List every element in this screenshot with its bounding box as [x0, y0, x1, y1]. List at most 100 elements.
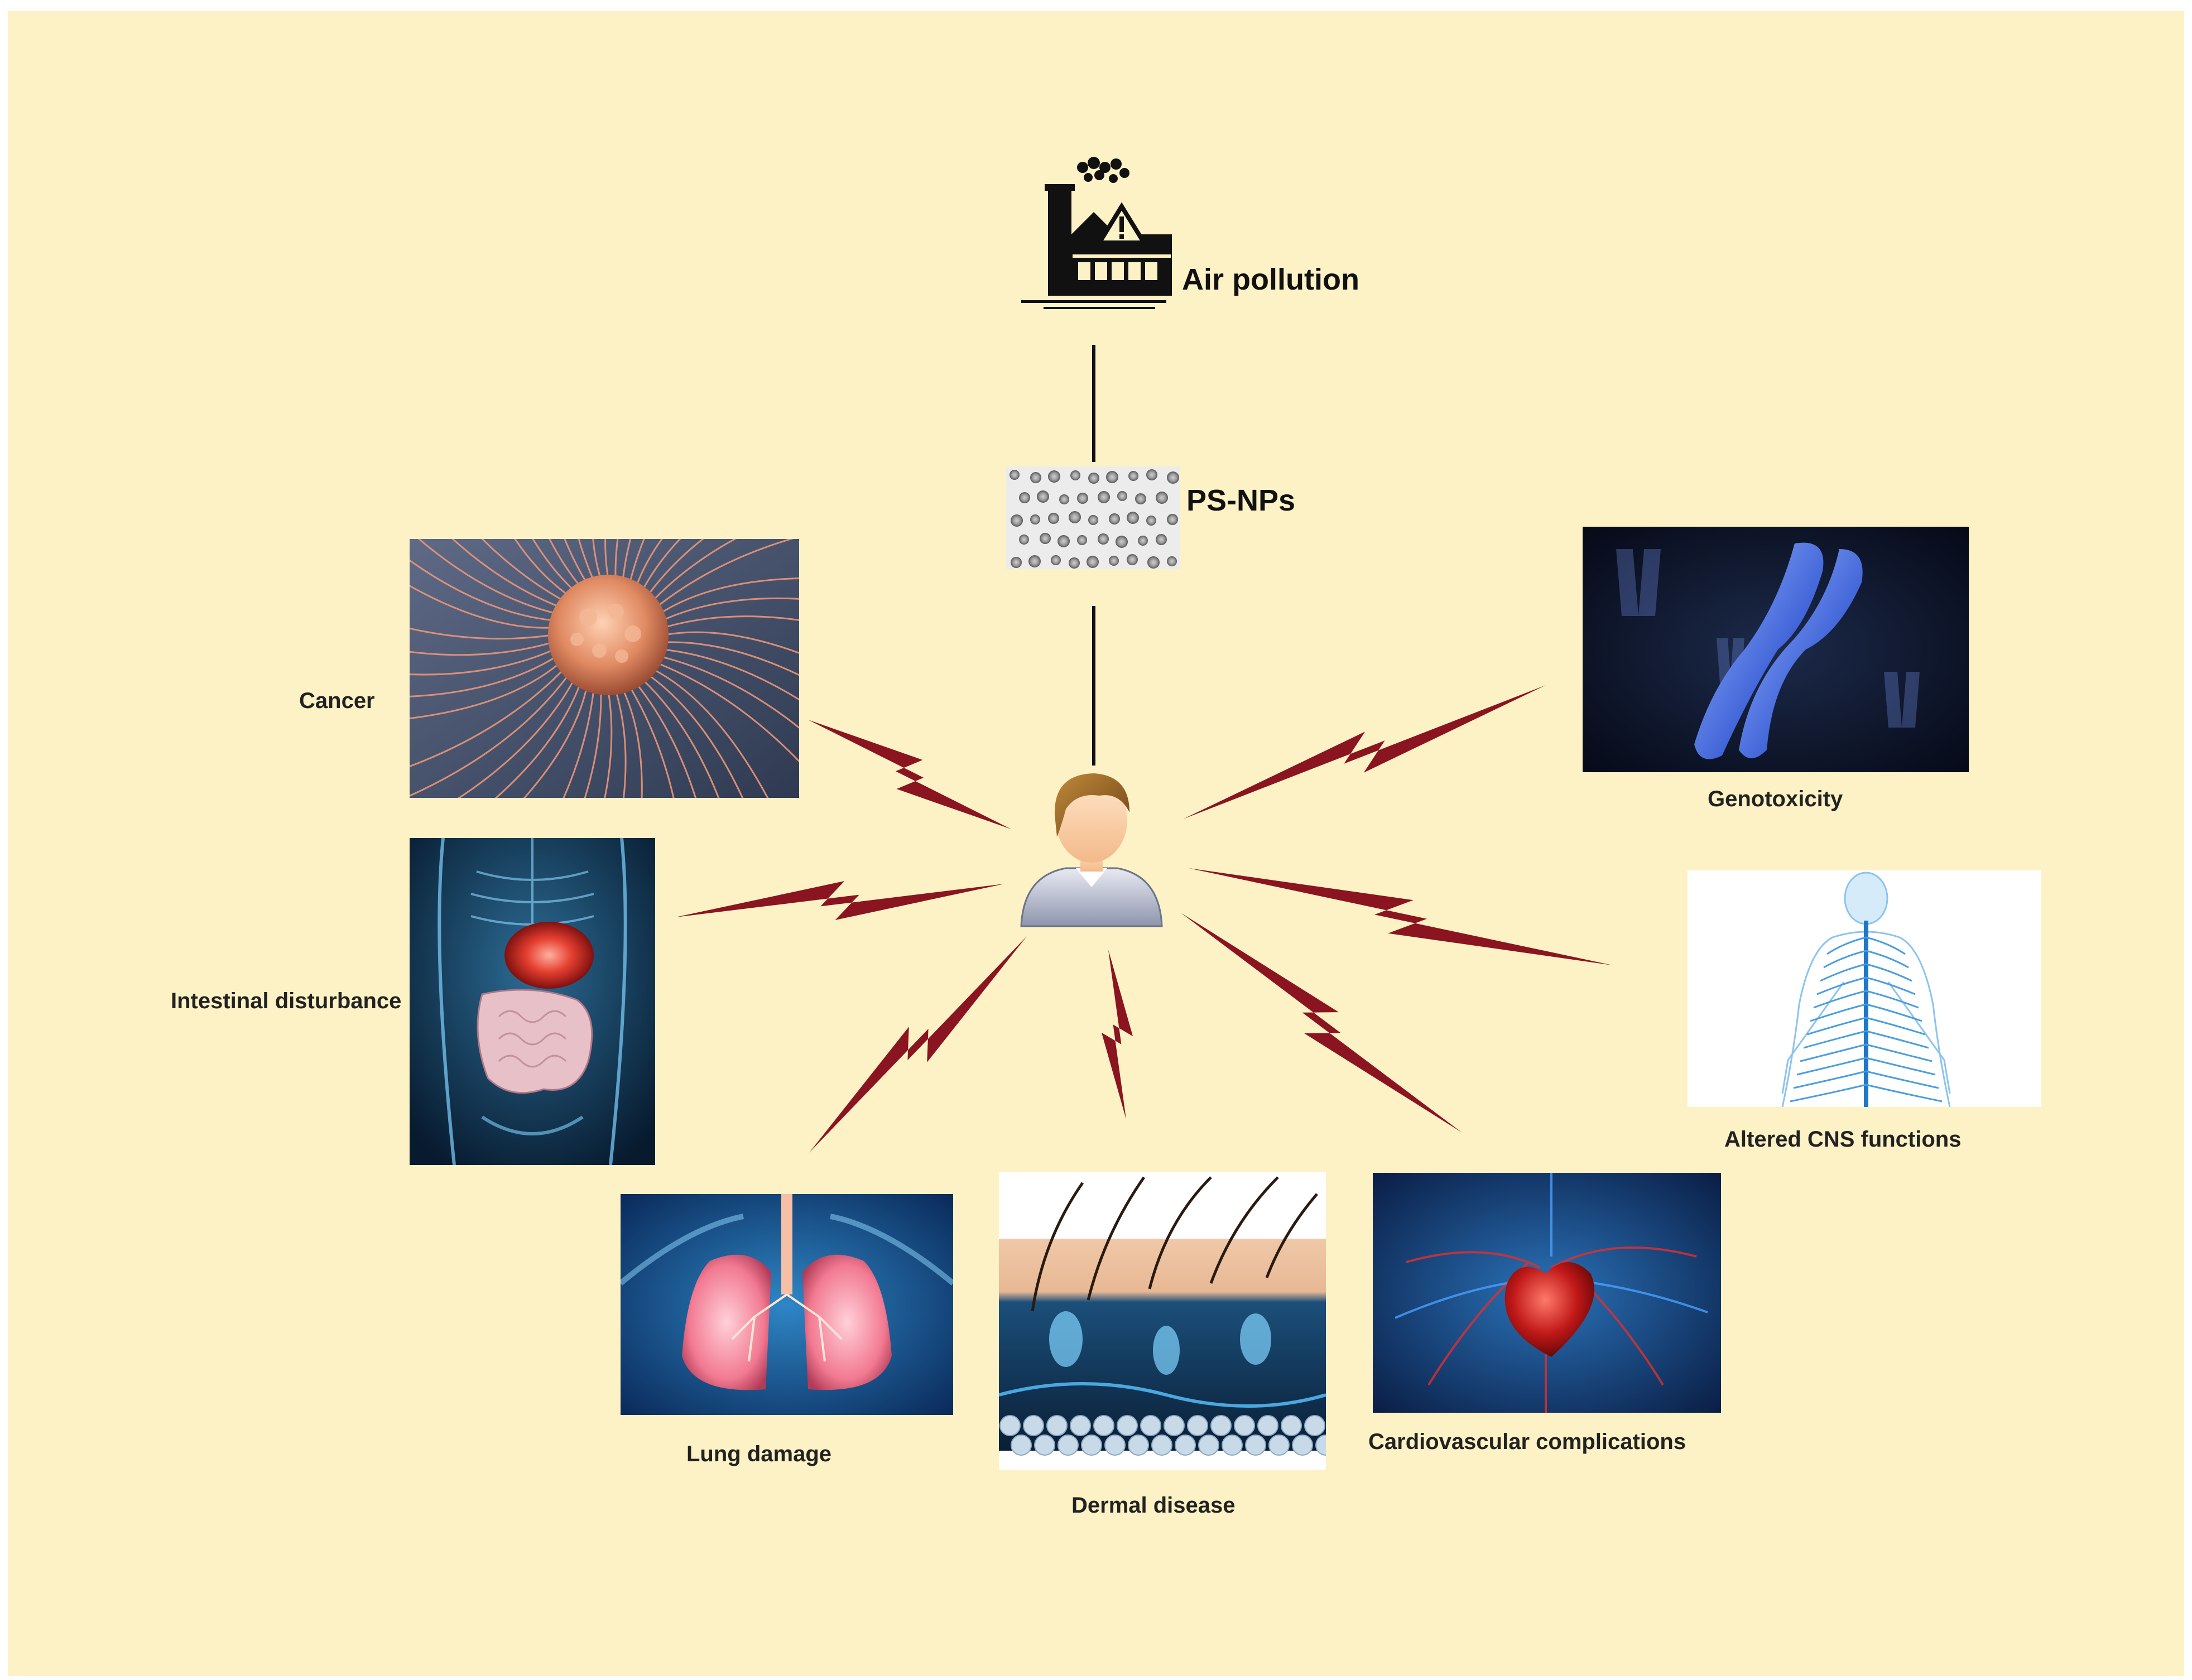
nanoparticle-dot — [1010, 470, 1020, 480]
fat-cell — [1057, 1435, 1079, 1456]
cell-strand — [584, 690, 602, 798]
lungs-icon — [621, 1194, 953, 1415]
nanoparticle-dot — [1048, 513, 1059, 524]
cell-strand — [663, 615, 799, 629]
cell-strand — [659, 577, 799, 614]
nanoparticle-dot — [1040, 533, 1051, 544]
nerve-branch — [1820, 963, 1867, 982]
factory-icon — [1010, 151, 1177, 318]
nanoparticle-dot — [1030, 514, 1040, 524]
cell-strand — [563, 689, 595, 798]
fat-cell — [1292, 1435, 1313, 1456]
fat-cell — [999, 1415, 1021, 1436]
cell-strand — [635, 682, 697, 798]
fat-cell — [1222, 1435, 1243, 1456]
nanoparticle-dot — [1077, 535, 1087, 545]
nerve-branch — [1866, 1070, 1939, 1089]
nanoparticle-dot — [1109, 513, 1120, 524]
nanoparticle-dot — [1127, 512, 1139, 524]
cell-strand — [410, 668, 565, 768]
nanoparticle-dot — [1077, 493, 1088, 504]
fat-cell — [1304, 1415, 1325, 1436]
cell-strand — [523, 686, 588, 798]
fat-cell — [1011, 1435, 1032, 1456]
cell-strand — [410, 656, 557, 697]
fat-cell — [1315, 1435, 1326, 1456]
fat-cell — [1046, 1415, 1068, 1436]
cell-strand — [656, 662, 799, 763]
intestinal-disturbance-label: Intestinal disturbance — [171, 989, 402, 1013]
lightning-bolt-genotoxicity — [1183, 685, 1546, 819]
cardiovascular-complications-label: Cardiovascular complications — [1368, 1429, 1686, 1454]
genotoxicity-label: Genotoxicity — [1708, 787, 1843, 811]
nervous-system-icon — [1688, 870, 2041, 1107]
nerve-branch — [1796, 1057, 1867, 1076]
nerve-branch — [1810, 1003, 1867, 1022]
nanoparticle-dot — [1088, 515, 1098, 525]
nerve-branch — [1866, 936, 1906, 955]
lightning-bolt-intestinal — [675, 881, 1004, 920]
fat-cell — [1198, 1435, 1219, 1456]
cell-strand — [532, 539, 575, 591]
cancer-cell-icon — [410, 539, 799, 798]
nanoparticle-dot — [1069, 511, 1081, 523]
lightning-bolt-cns — [1189, 868, 1613, 965]
nanoparticle-dot — [1138, 536, 1148, 546]
cell-strand — [410, 673, 570, 797]
fat-cell — [1070, 1415, 1091, 1436]
fat-cell — [1128, 1435, 1149, 1456]
lightning-bolt-cardio — [1181, 913, 1462, 1133]
nanoparticle-dot — [1019, 535, 1029, 545]
cell-strand — [514, 539, 570, 596]
nerve-branch — [1806, 1017, 1867, 1036]
nanoparticle-dot — [1156, 492, 1168, 504]
cell-strand — [614, 690, 627, 798]
nanoparticles-icon — [1006, 466, 1180, 569]
cell-strand — [549, 539, 581, 588]
nerve-branch — [1866, 1003, 1922, 1022]
cell-strand — [451, 539, 560, 608]
cell-strand — [641, 678, 720, 798]
nerve-branch — [1866, 950, 1909, 969]
cell-strand — [662, 648, 799, 701]
cell-strand — [457, 678, 575, 798]
lightning-bolt-cancer — [808, 720, 1011, 829]
nerve-branch — [1793, 1070, 1867, 1089]
nerve-branch — [1866, 1084, 1943, 1103]
cell-strand — [410, 641, 554, 656]
fat-cell — [1257, 1415, 1278, 1436]
fat-cell — [1268, 1435, 1290, 1456]
nanoparticle-dot — [1059, 494, 1069, 504]
cell-strand — [604, 539, 609, 580]
nerve-branch — [1823, 950, 1867, 969]
nanoparticle-dot — [1057, 535, 1070, 547]
fat-cell — [1245, 1435, 1266, 1456]
nanoparticle-dot — [1167, 514, 1178, 525]
fat-cell — [1117, 1415, 1138, 1436]
nanoparticle-dot — [1011, 514, 1023, 527]
nerve-branch — [1803, 1030, 1867, 1049]
fat-cell — [1140, 1415, 1161, 1436]
nanoparticle-dot — [1106, 471, 1118, 483]
person-icon — [1010, 759, 1173, 932]
chromosome-icon — [1583, 527, 1969, 772]
cell-strand — [604, 690, 613, 798]
nanoparticle-dot — [1088, 473, 1099, 484]
cell-strand — [628, 539, 645, 584]
ps-nps-label: PS-NPs — [1186, 484, 1296, 517]
nanoparticle-dot — [1167, 556, 1177, 566]
nanoparticle-dot — [1156, 534, 1167, 545]
cell-strand — [622, 539, 632, 581]
cell-strand — [494, 683, 581, 798]
fat-cell — [1164, 1415, 1185, 1436]
nerve-branch — [1866, 1043, 1933, 1062]
nerve-branch — [1866, 963, 1912, 982]
fat-cell — [1210, 1415, 1232, 1436]
fat-cell — [1023, 1415, 1044, 1436]
nanoparticle-dot — [1087, 556, 1099, 568]
cell-strand — [647, 539, 704, 596]
nanoparticle-dot — [1135, 493, 1146, 504]
nerve-branch — [1800, 1043, 1867, 1062]
cell-strand — [410, 559, 555, 622]
